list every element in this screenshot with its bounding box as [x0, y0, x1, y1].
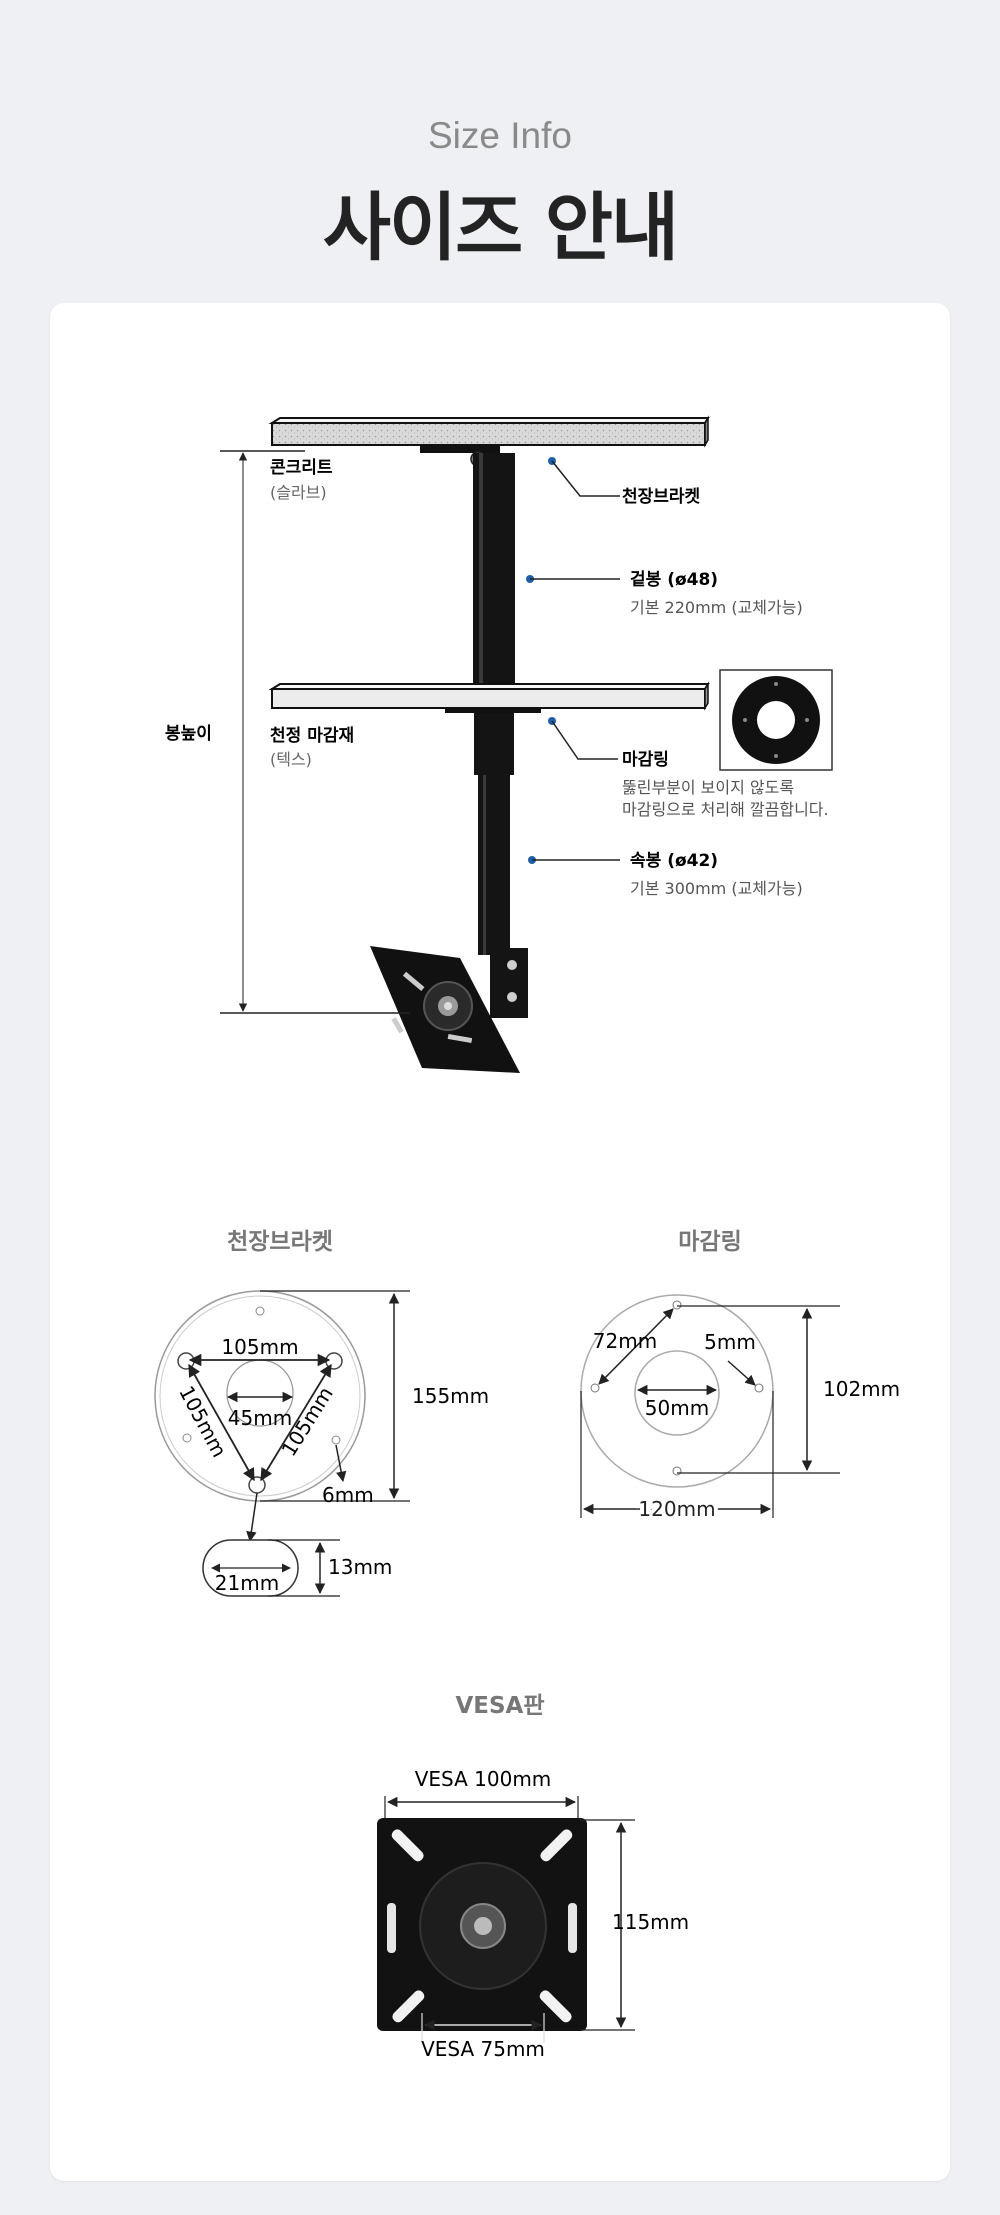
ring-detail: 마감링 72mm 5mm 50mm 102mm 120mm [580, 1229, 900, 1525]
ring-dim-width: 120mm [638, 1497, 715, 1521]
ring-dim-height: 102mm [823, 1377, 900, 1401]
bracket-callout-label: 천장브라켓 [622, 487, 701, 507]
vesa-detail-title: VESA판 [455, 1693, 544, 1719]
size-info-card: 봉높이 콘크리트 (슬라브) 천정 마감재 (텍스) 천장브라켓 겉봉 (ø48… [50, 303, 950, 2181]
vesa-mount-head [370, 946, 528, 1073]
ceiling-bracket-plate [420, 445, 500, 453]
ceiling-board [271, 688, 706, 709]
ring-dim-center: 50mm [645, 1396, 709, 1420]
ring-dim-spacing: 72mm [593, 1329, 657, 1353]
ring-desc-line2: 마감링으로 처리해 깔끔합니다. [622, 800, 829, 819]
bracket-detail-title: 천장브라켓 [227, 1229, 333, 1255]
bracket-slot-width: 21mm [215, 1571, 279, 1595]
outer-pole-sub-label: 기본 220mm (교체가능) [630, 598, 803, 617]
vesa-detail: VESA판 VESA 100mm VESA 75mm 115mm [377, 1693, 689, 2061]
page-title: 사이즈 안내 [322, 185, 679, 271]
bracket-dim-center: 45mm [228, 1406, 292, 1430]
ring-desc-line1: 뚫린부분이 보이지 않도록 [622, 778, 794, 797]
bracket-detail: 천장브라켓 105mm 105mm 105mm 45mm 155mm 6mm 2… [154, 1229, 489, 1597]
bracket-dim-height: 155mm [412, 1384, 489, 1408]
outer-pole-label: 겉봉 (ø48) [630, 570, 718, 590]
ceiling-label: 천정 마감재 [270, 726, 354, 746]
vesa-dim-bottom: VESA 75mm [421, 2037, 545, 2061]
finishing-ring [445, 708, 541, 713]
inner-pole [478, 775, 510, 955]
inner-pole-label: 속봉 (ø42) [630, 851, 718, 871]
vesa-dim-top: VESA 100mm [415, 1767, 552, 1791]
bracket-dim-top: 105mm [221, 1335, 298, 1359]
concrete-label: 콘크리트 [270, 458, 333, 478]
concrete-slab [271, 422, 706, 446]
ring-callout-label: 마감링 [622, 750, 669, 770]
ceiling-sub-label: (텍스) [270, 750, 312, 769]
bracket-slot-height: 13mm [328, 1555, 392, 1579]
main-diagram: 봉높이 콘크리트 (슬라브) 천정 마감재 (텍스) 천장브라켓 겉봉 (ø48… [165, 415, 833, 1073]
pole-height-label: 봉높이 [165, 724, 212, 744]
section-subtitle: Size Info [428, 115, 572, 156]
ring-detail-title: 마감링 [678, 1229, 741, 1255]
vesa-dim-height: 115mm [612, 1910, 689, 1934]
concrete-sub-label: (슬라브) [270, 483, 327, 502]
ring-dim-hole: 5mm [704, 1330, 756, 1354]
bracket-dim-hole: 6mm [322, 1483, 374, 1507]
inner-pole-sub-label: 기본 300mm (교체가능) [630, 879, 803, 898]
